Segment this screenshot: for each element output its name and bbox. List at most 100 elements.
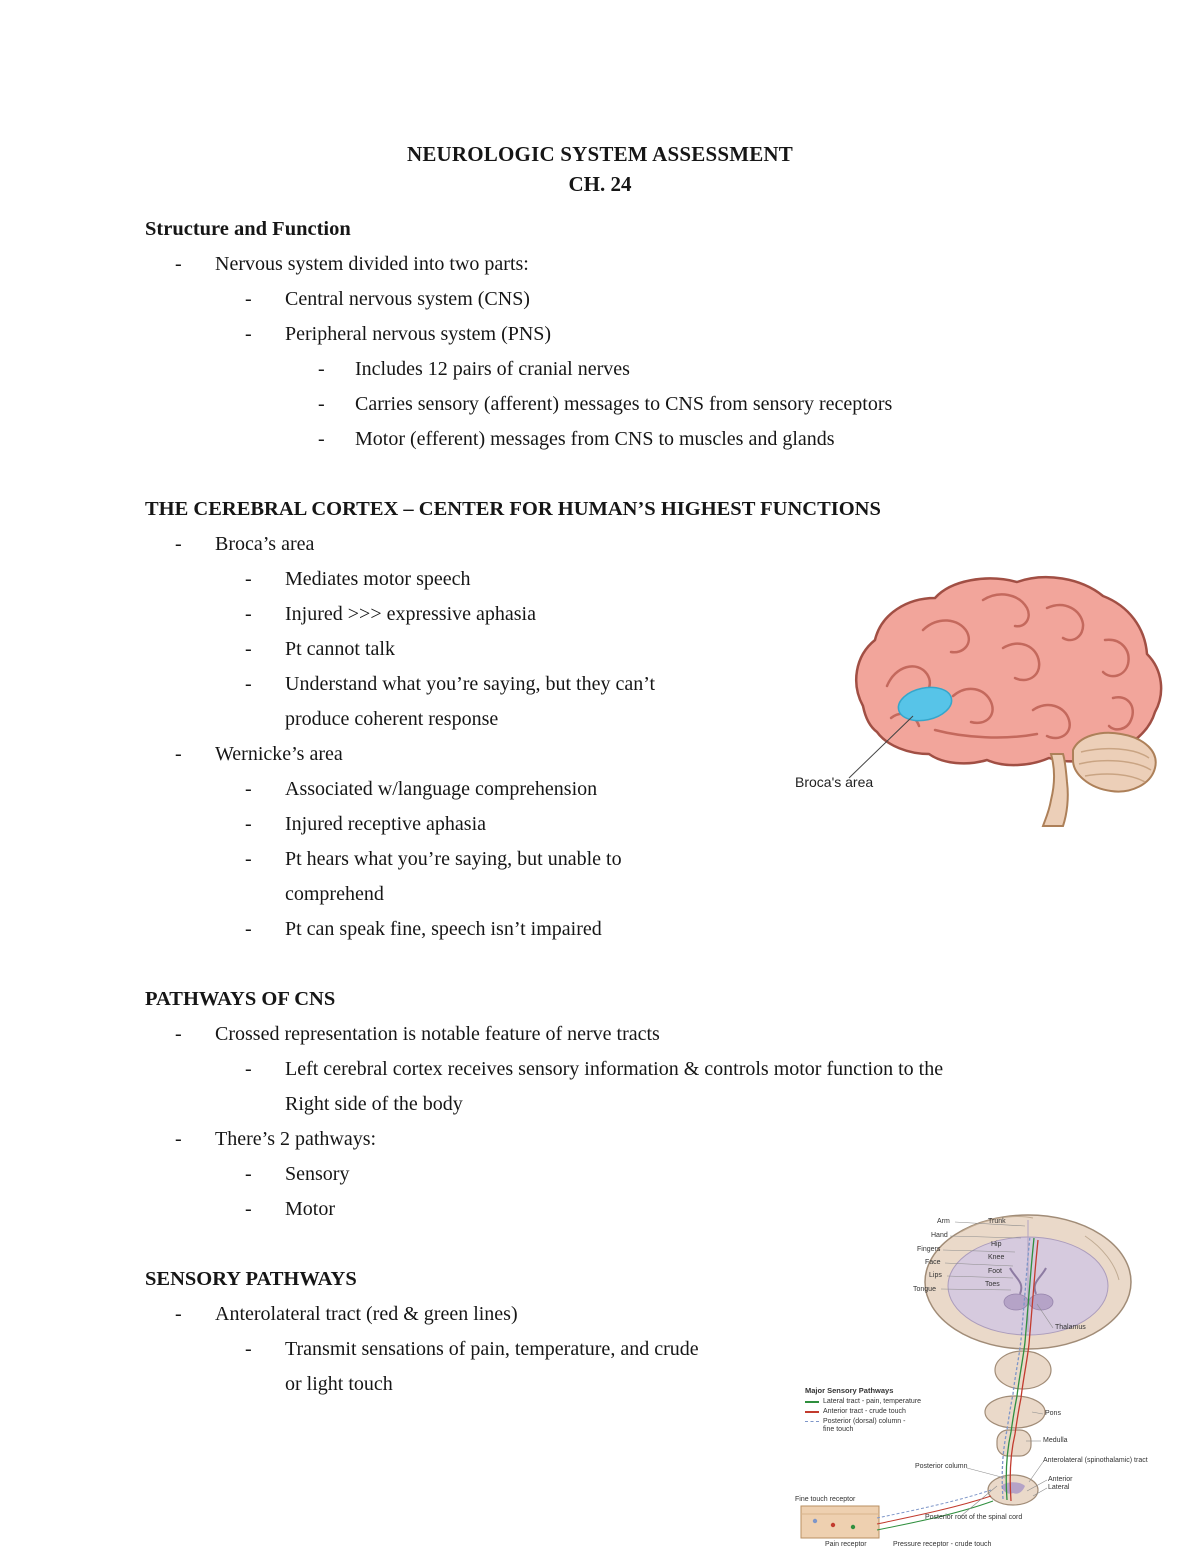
bullet-dash: - bbox=[245, 918, 252, 940]
bullet-item: - Includes 12 pairs of cranial nerves bbox=[145, 352, 1170, 387]
bullet-text: There’s 2 pathways: bbox=[215, 1128, 377, 1150]
leader-lines bbox=[940, 1221, 1054, 1517]
legend-item: Lateral tract - pain, temperature bbox=[805, 1398, 921, 1406]
homunculus-label-arm: Arm bbox=[937, 1218, 950, 1225]
brain-illustration bbox=[848, 575, 1163, 827]
bullet-text: Peripheral nervous system (PNS) bbox=[285, 323, 552, 345]
bullet-dash: - bbox=[318, 428, 325, 450]
brain-gyri bbox=[885, 593, 1134, 740]
legend-label: Anterior tract - crude touch bbox=[823, 1408, 906, 1415]
bullet-dash: - bbox=[245, 1163, 252, 1185]
bullet-dash: - bbox=[245, 1198, 252, 1220]
peripheral-nerve-lines bbox=[876, 1489, 994, 1531]
broca-highlight bbox=[897, 686, 953, 722]
homunculus-label-knee: Knee bbox=[988, 1254, 1005, 1261]
brainstem bbox=[1041, 753, 1069, 827]
bullet-text: Associated w/language comprehension bbox=[285, 778, 598, 800]
pons-label: Pons bbox=[1045, 1410, 1061, 1417]
spinal-cord-section bbox=[987, 1474, 1039, 1506]
document-header: NEUROLOGIC SYSTEM ASSESSMENT CH. 24 bbox=[0, 0, 1200, 197]
bullet-dash: - bbox=[175, 1128, 182, 1150]
bullet-dash: - bbox=[245, 323, 252, 345]
pressure-receptor-label: Pressure receptor - crude touch bbox=[893, 1541, 992, 1548]
legend-title: Major Sensory Pathways bbox=[805, 1386, 894, 1395]
bullet-dash: - bbox=[245, 673, 252, 695]
bullet-text: Left cerebral cortex receives sensory in… bbox=[285, 1058, 944, 1115]
bullet-item: - Injured receptive aphasia bbox=[145, 807, 1170, 842]
bullet-item: - Transmit sensations of pain, temperatur… bbox=[145, 1332, 1170, 1402]
medulla-label: Medulla bbox=[1043, 1437, 1068, 1444]
legend-label: Posterior (dorsal) column - fine touch bbox=[823, 1418, 906, 1433]
bullet-dash: - bbox=[245, 288, 252, 310]
anterior-label: Anterior bbox=[1048, 1476, 1073, 1483]
coronal-brain-section bbox=[924, 1214, 1132, 1350]
homunculus-label-toes: Toes bbox=[985, 1281, 1000, 1288]
sensory-pathways-illustration bbox=[800, 1214, 1132, 1539]
bullet-dash: - bbox=[175, 1303, 182, 1325]
bullet-item: - Carries sensory (afferent) messages to … bbox=[145, 387, 1170, 422]
bullet-item: - Pt cannot talk bbox=[145, 632, 1170, 667]
bullet-text: Motor bbox=[285, 1198, 335, 1220]
bullet-dash: - bbox=[245, 813, 252, 835]
bullet-dash: - bbox=[318, 358, 325, 380]
bullet-item: - Mediates motor speech bbox=[145, 562, 1170, 597]
bullet-text: Mediates motor speech bbox=[285, 568, 471, 590]
bullet-dash: - bbox=[175, 743, 182, 765]
bullet-text: Includes 12 pairs of cranial nerves bbox=[355, 358, 630, 380]
section-heading: SENSORY PATHWAYS bbox=[145, 1268, 357, 1290]
bullet-text: Crossed representation is notable featur… bbox=[215, 1023, 660, 1045]
bullet-dash: - bbox=[245, 638, 252, 660]
page-title: NEUROLOGIC SYSTEM ASSESSMENT bbox=[406, 142, 794, 166]
bullet-item: - Motor bbox=[145, 1192, 1170, 1227]
section-cerebral-cortex: THE CEREBRAL CORTEX – CENTER FOR HUMAN’S… bbox=[145, 492, 1170, 947]
bullet-text: Wernicke’s area bbox=[215, 743, 343, 765]
legend-line-posterior-column bbox=[805, 1421, 819, 1422]
bullet-item: -Broca’s area bbox=[145, 527, 1170, 562]
section-heading: Structure and Function bbox=[145, 218, 351, 240]
bullet-item: -Pt can speak fine, speech isn’t impaire… bbox=[145, 912, 1170, 947]
bullet-item: - Injured >>> expressive aphasia bbox=[145, 597, 1170, 632]
legend-item: Posterior (dorsal) column - fine touch bbox=[805, 1418, 921, 1434]
homunculus-label-foot: Foot bbox=[988, 1268, 1003, 1275]
bullet-text: Transmit sensations of pain, temperature… bbox=[285, 1338, 699, 1395]
legend-item: Anterior tract - crude touch bbox=[805, 1408, 921, 1416]
bullet-item: -Sensory bbox=[145, 1157, 1170, 1192]
bullet-item: -Understand what you’re saying, but they… bbox=[145, 667, 1170, 737]
bullet-dash: - bbox=[245, 1058, 252, 1080]
broca-pointer-line bbox=[848, 715, 914, 779]
bullet-dash: - bbox=[175, 253, 182, 275]
legend-line-anterior-tract bbox=[805, 1411, 819, 1413]
bullet-text: Injured >>> expressive aphasia bbox=[285, 603, 536, 625]
bullet-item: -Motor (efferent) messages from CNS to m… bbox=[145, 422, 1170, 457]
bullet-item: - Wernicke’s area bbox=[145, 737, 1170, 772]
sensory-legend: Major Sensory Pathways Lateral tract - p… bbox=[805, 1386, 921, 1436]
bullet-text: Nervous system divided into two parts: bbox=[215, 253, 529, 275]
legend-label: Lateral tract - pain, temperature bbox=[823, 1398, 922, 1405]
bullet-dash: - bbox=[245, 1338, 252, 1360]
skin-receptor-block bbox=[800, 1505, 880, 1539]
homunculus-label-fingers: Fingers bbox=[917, 1246, 941, 1253]
bullet-dash: - bbox=[245, 568, 252, 590]
bullet-item: -Anterolateral tract (red & green lines) bbox=[145, 1297, 1170, 1332]
section-heading: THE CEREBRAL CORTEX – CENTER FOR HUMAN’S… bbox=[145, 498, 881, 520]
posterior-root-label: Posterior root of the spinal cord bbox=[925, 1514, 1023, 1521]
bullet-text: Carries sensory (afferent) messages to C… bbox=[355, 393, 893, 415]
medulla-shape bbox=[996, 1429, 1032, 1457]
bullet-text: Pt cannot talk bbox=[285, 638, 395, 660]
homunculus-label-hand: Hand bbox=[931, 1232, 948, 1239]
bullet-dash: - bbox=[245, 778, 252, 800]
bullet-item: - Peripheral nervous system (PNS) bbox=[145, 317, 1170, 352]
bullet-item: - Left cerebral cortex receives sensory i… bbox=[145, 1052, 1170, 1122]
thalamus-label: Thalamus bbox=[1055, 1324, 1086, 1331]
bullet-dash: - bbox=[245, 603, 252, 625]
homunculus-label-face: Face bbox=[925, 1259, 941, 1266]
page-subtitle: CH. 24 bbox=[568, 172, 632, 196]
bullet-item: -Pt hears what you’re saying, but unable… bbox=[145, 842, 1170, 912]
bullet-dash: - bbox=[318, 393, 325, 415]
bullet-text: Injured receptive aphasia bbox=[285, 813, 487, 835]
broca-label: Broca's area bbox=[795, 774, 874, 790]
section-pathways-of-cns: PATHWAYS OF CNS - Crossed representation … bbox=[145, 982, 1170, 1227]
section-heading: PATHWAYS OF CNS bbox=[145, 988, 336, 1010]
bullet-text: Broca’s area bbox=[215, 533, 315, 555]
